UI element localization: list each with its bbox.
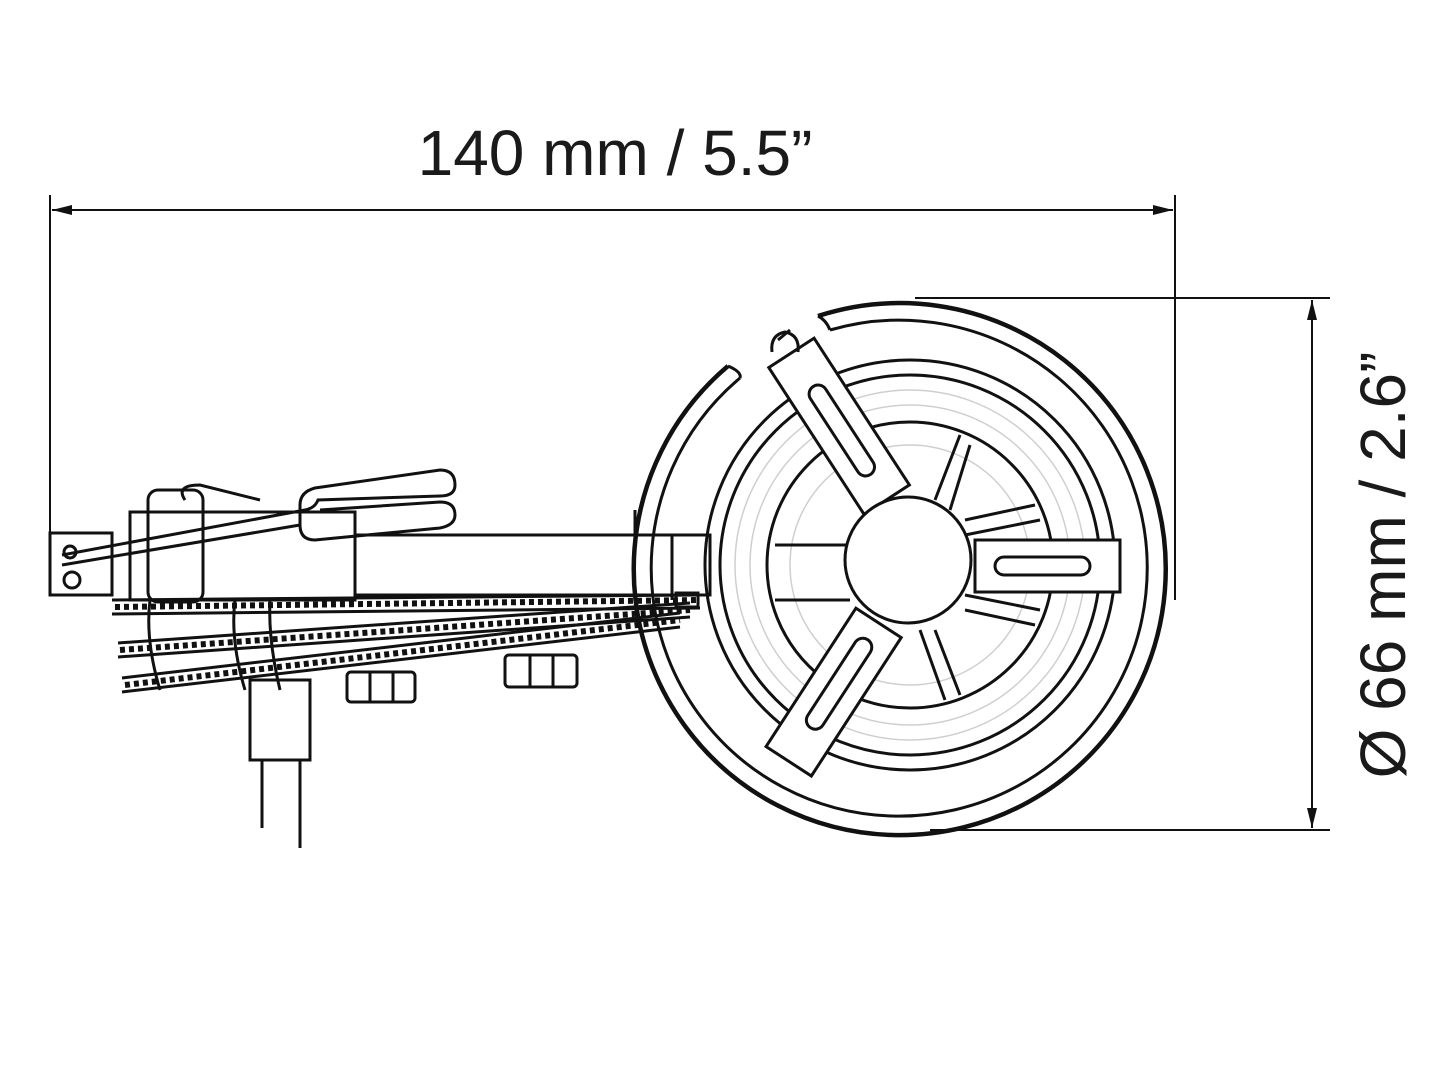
drive-chains: [111, 591, 701, 694]
diameter-label: Ø 66 mm / 2.6”: [1347, 352, 1419, 779]
slotted-arm-right: [973, 538, 1122, 594]
end-bracket-hole: [62, 570, 82, 590]
arm-collar: [146, 488, 205, 604]
width-label: 140 mm / 5.5”: [418, 117, 813, 189]
end-bracket: [48, 531, 114, 597]
guard-gap-right: [817, 314, 832, 331]
slotted-arm-bottom: [763, 606, 904, 779]
outer-guard-arc: [631, 300, 1168, 838]
center-hub: [843, 495, 973, 625]
reel-assembly: [631, 300, 1168, 838]
spring-handle: [61, 468, 457, 567]
nut-left: [345, 670, 417, 704]
nuts: [345, 653, 579, 704]
cable-post: [248, 678, 312, 848]
arm-beam: [353, 533, 712, 597]
post-sleeve: [248, 678, 312, 762]
hub-spokes: [775, 434, 1041, 701]
diameter-dimension: Ø 66 mm / 2.6”: [915, 297, 1419, 831]
guard-gap-left: [727, 364, 742, 379]
width-dimension: 140 mm / 5.5”: [49, 117, 1176, 600]
inner-guard-arc: [649, 318, 1149, 818]
arm-block: [128, 510, 357, 602]
cable-bundle: [147, 599, 282, 691]
pivot-knob: [770, 330, 800, 353]
nut-right: [503, 653, 579, 689]
slotted-arm-top: [766, 336, 912, 517]
chain-clip: [674, 591, 700, 609]
